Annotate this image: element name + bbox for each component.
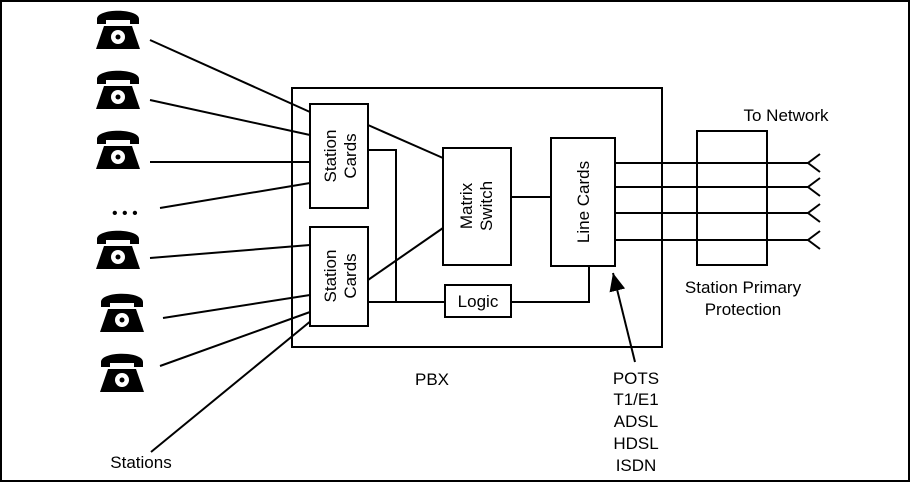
internal-connections — [367, 124, 590, 303]
line-cards-label: Line Cards — [574, 161, 593, 243]
line-types-list: POTS T1/E1 ADSL HDSL ISDN — [613, 369, 659, 475]
line-type-item: T1/E1 — [613, 390, 658, 409]
station-cards-bottom-label-2: Cards — [341, 253, 360, 298]
ellipsis-more-stations: • • • — [112, 205, 138, 222]
logic-box — [444, 284, 512, 318]
line-termination-icon — [806, 230, 821, 250]
station-lines — [149, 39, 313, 453]
protection-label-2: Protection — [705, 300, 782, 319]
telephone-icon — [96, 130, 140, 169]
station-cards-bottom-label-1: Station — [321, 250, 340, 303]
telephone-icons — [96, 10, 144, 392]
line-cards-box — [550, 137, 616, 267]
line-type-item: HDSL — [613, 434, 658, 453]
telephone-icon — [96, 230, 140, 269]
line-type-item: ADSL — [614, 412, 658, 431]
telephone-icon — [100, 293, 144, 332]
telephone-icon — [96, 70, 140, 109]
protection-label-1: Station Primary — [685, 278, 802, 297]
protection-box — [696, 130, 768, 266]
line-termination-icons — [806, 153, 821, 250]
telephone-icon — [96, 10, 140, 49]
telephone-icon — [100, 353, 144, 392]
line-termination-icon — [806, 153, 821, 173]
line-termination-icon — [806, 203, 821, 223]
to-network-label: To Network — [743, 106, 829, 125]
matrix-switch-label-1: Matrix — [457, 182, 476, 229]
line-type-item: POTS — [613, 369, 659, 388]
matrix-switch-box — [442, 147, 512, 266]
station-cards-top-label-1: Station — [321, 130, 340, 183]
matrix-switch-label-2: Switch — [477, 181, 496, 231]
station-cards-top-label-2: Cards — [341, 133, 360, 178]
line-termination-icon — [806, 177, 821, 197]
line-type-item: ISDN — [616, 456, 657, 475]
network-lines-through-protection — [697, 162, 767, 241]
station-cards-bottom-box — [309, 226, 369, 327]
station-cards-top-box — [309, 103, 369, 209]
line-types-arrow — [609, 272, 636, 363]
stations-label: Stations — [110, 453, 171, 472]
logic-label: Logic — [458, 292, 499, 311]
pbx-label: PBX — [415, 370, 449, 389]
